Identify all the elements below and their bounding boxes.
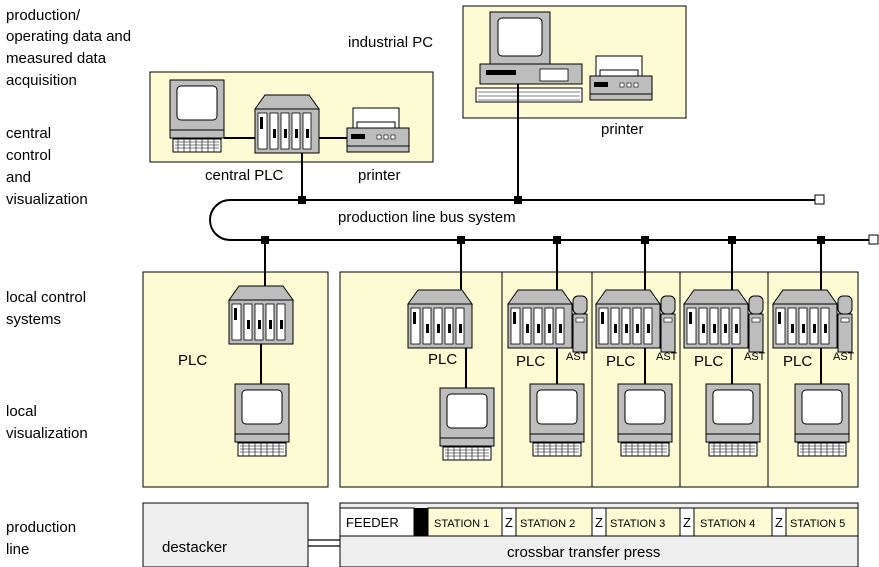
ast-station4-icon	[748, 295, 764, 353]
bus-node	[641, 236, 649, 244]
plc-station2-label: PLC	[516, 353, 545, 370]
plc-feeder-icon	[407, 289, 473, 349]
level-production-line: production line	[6, 519, 80, 558]
z-label: Z	[595, 515, 603, 530]
bus-node	[298, 196, 306, 204]
industrial-pc-computer	[475, 11, 583, 103]
monitor-feeder-icon	[439, 387, 495, 461]
plc-station3-icon	[595, 289, 661, 349]
z-label: Z	[775, 515, 783, 530]
printer-central-label: printer	[358, 167, 401, 184]
plc-feeder-label: PLC	[428, 351, 457, 368]
level-local-control: local control systems	[6, 289, 90, 328]
level-local-visualization: local visualization	[6, 403, 88, 442]
central-plc-icon	[254, 94, 320, 154]
monitor-station3-icon	[617, 383, 673, 457]
bus-node	[261, 236, 269, 244]
bus-node	[457, 236, 465, 244]
bus-terminator-lower	[868, 234, 879, 245]
bus-node	[817, 236, 825, 244]
production-line-bus	[209, 199, 870, 241]
station-1-label: STATION 1	[434, 518, 489, 530]
destacker-label: destacker	[162, 539, 227, 556]
station-2-label: STATION 2	[520, 518, 575, 530]
ast-station2-icon	[572, 295, 588, 353]
bus-node	[728, 236, 736, 244]
station-row: FEEDER STATION 1 Z STATION 2 Z STATION 3…	[339, 507, 859, 537]
monitor-station5-icon	[794, 383, 850, 457]
plc-destacker-label: PLC	[178, 352, 207, 369]
level-central-control: central control and visualization	[6, 125, 88, 208]
ast-station3-label: AST	[656, 351, 678, 363]
monitor-station4-icon	[705, 383, 761, 457]
printer-top-label: printer	[601, 121, 644, 138]
ast-station2-label: AST	[566, 351, 588, 363]
ast-station5-label: AST	[833, 351, 855, 363]
plc-destacker-icon	[228, 285, 294, 345]
plc-station4-label: PLC	[694, 353, 723, 370]
ast-station3-icon	[660, 295, 676, 353]
plc-station5-label: PLC	[783, 353, 812, 370]
ast-station5-icon	[837, 295, 853, 353]
destacker-box	[142, 502, 309, 567]
station-3-label: STATION 3	[610, 518, 665, 530]
z-label: Z	[505, 515, 513, 530]
plc-station2-icon	[507, 289, 573, 349]
press-label: crossbar transfer press	[507, 544, 660, 561]
central-monitor-icon	[169, 79, 225, 153]
plc-station5-icon	[772, 289, 838, 349]
bus-node	[514, 196, 522, 204]
monitor-destacker-icon	[234, 383, 290, 457]
station-4-label: STATION 4	[700, 518, 755, 530]
feeder-label: FEEDER	[346, 515, 399, 530]
station-5-label: STATION 5	[790, 518, 845, 530]
central-plc-label: central PLC	[205, 167, 284, 184]
ast-station4-label: AST	[744, 351, 766, 363]
bus-label: production line bus system	[338, 209, 516, 226]
z-label: Z	[683, 515, 691, 530]
bus-terminator-upper	[814, 194, 825, 205]
level-production-data: production/ operating data and measured …	[6, 7, 135, 89]
plc-station3-label: PLC	[606, 353, 635, 370]
bus-node	[553, 236, 561, 244]
industrial-pc-label: industrial PC	[348, 34, 433, 51]
plc-station4-icon	[683, 289, 749, 349]
monitor-station2-icon	[529, 383, 585, 457]
